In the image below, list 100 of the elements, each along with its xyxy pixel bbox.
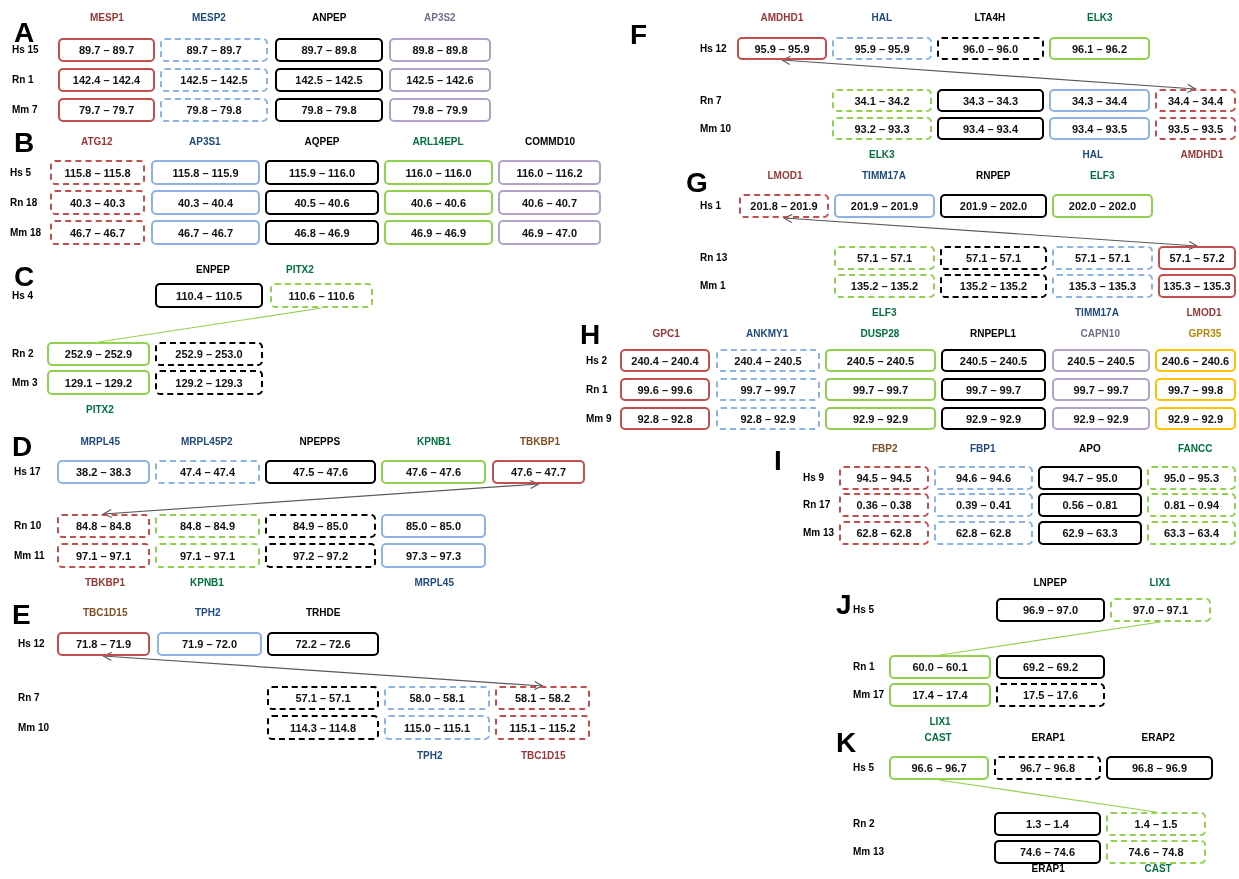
gene-label: LNPEP [1033,577,1067,589]
species-label: Hs 4 [12,289,34,302]
range-box: 92.9 – 92.9 [941,407,1046,430]
range-box: 96.9 – 97.0 [996,598,1105,622]
species-label: Mm 9 [586,412,612,425]
range-box: 240.4 – 240.4 [620,349,710,372]
range-box: 84.8 – 84.8 [57,514,150,538]
range-box: 240.5 – 240.5 [941,349,1046,372]
range-box: 99.6 – 99.6 [620,378,710,401]
gene-label: PITX2 [286,264,314,276]
range-box: 46.7 – 46.7 [151,220,260,245]
range-box: 202.0 – 202.0 [1052,194,1153,218]
range-box: 40.6 – 40.6 [384,190,493,215]
range-box: 71.8 – 71.9 [57,632,150,656]
species-label: Hs 9 [803,472,825,484]
range-box: 94.5 – 94.5 [839,466,929,490]
gene-label: AMDHD1 [1180,149,1224,161]
range-box: 96.7 – 96.8 [994,756,1101,780]
species-label: Mm 18 [10,226,42,239]
range-box: 57.1 – 57.1 [834,246,935,270]
species-label: Hs 17 [14,466,41,478]
range-box: 92.9 – 92.9 [825,407,936,430]
gene-label: MESP1 [90,12,124,24]
range-box: 0.56 – 0.81 [1038,493,1142,517]
range-box: 57.1 – 57.1 [940,246,1047,270]
range-box: 96.1 – 96.2 [1049,37,1150,60]
gene-label: LIX1 [929,716,951,728]
gene-label: CAST [924,732,952,744]
panel-letter: I [774,446,782,476]
gene-label: GPR35 [1188,328,1222,340]
gene-label: HAL [871,12,893,24]
range-box: 58.0 – 58.1 [384,686,490,710]
connector-line [102,479,540,519]
species-label: Mm 10 [700,122,732,135]
gene-label: AMDHD1 [760,12,804,24]
range-box: 89.7 – 89.8 [275,38,383,62]
species-label: Hs 5 [10,166,32,179]
range-box: 99.7 – 99.7 [825,378,936,401]
range-box: 116.0 – 116.0 [384,160,493,185]
gene-label: TPH2 [417,750,443,762]
range-box: 115.8 – 115.8 [50,160,145,185]
panel-letter: H [580,320,601,350]
range-box: 135.2 – 135.2 [834,274,935,298]
range-box: 115.9 – 116.0 [265,160,379,185]
range-box: 95.9 – 95.9 [737,37,827,60]
range-box: 94.7 – 95.0 [1038,466,1142,490]
range-box: 97.1 – 97.1 [155,543,260,568]
range-box: 115.8 – 115.9 [151,160,260,185]
range-box: 142.5 – 142.5 [160,68,268,92]
range-box: 47.5 – 47.6 [265,460,376,484]
range-box: 0.39 – 0.41 [934,493,1033,517]
panel-letter: J [836,590,852,620]
gene-label: HAL [1082,149,1104,161]
range-box: 92.9 – 92.9 [1052,407,1150,430]
range-box: 135.3 – 135.3 [1158,274,1236,298]
species-label: Rn 1 [586,383,608,396]
range-box: 99.7 – 99.7 [1052,378,1150,401]
range-box: 34.3 – 34.4 [1049,89,1150,112]
species-label: Mm 11 [14,549,45,562]
range-box: 240.5 – 240.5 [825,349,936,372]
species-label: Rn 10 [14,520,42,532]
gene-label: ELK3 [1087,12,1113,24]
range-box: 96.0 – 96.0 [937,37,1044,60]
species-label: Rn 2 [12,348,34,360]
range-box: 72.2 – 72.6 [267,632,379,656]
gene-label: TPH2 [195,607,221,619]
range-box: 92.8 – 92.8 [620,407,710,430]
species-label: Rn 7 [18,692,40,704]
range-box: 116.0 – 116.2 [498,160,601,185]
species-label: Mm 3 [12,376,38,389]
range-box: 46.9 – 46.9 [384,220,493,245]
range-box: 110.6 – 110.6 [270,283,373,308]
gene-label: AQPEP [304,136,340,148]
range-box: 97.2 – 97.2 [265,543,376,568]
range-box: 99.7 – 99.7 [716,378,820,401]
panel-letter: B [14,128,35,158]
range-box: 129.1 – 129.2 [47,370,150,395]
gene-label: MESP2 [192,12,226,24]
species-label: Hs 12 [18,638,45,650]
range-box: 34.3 – 34.3 [937,89,1044,112]
connector-line [102,651,544,691]
connector-line [939,621,1162,656]
range-box: 40.6 – 40.7 [498,190,601,215]
range-box: 97.1 – 97.1 [57,543,150,568]
gene-label: MRPL45 [80,436,120,448]
gene-label: FANCC [1178,443,1213,455]
species-label: Rn 1 [853,661,875,673]
species-label: Mm 13 [803,527,835,539]
range-box: 58.1 – 58.2 [495,686,590,710]
range-box: 96.8 – 96.9 [1106,756,1213,780]
gene-label: MRPL45 [414,577,454,589]
gene-label: KPNB1 [417,436,451,448]
range-box: 62.8 – 62.8 [934,521,1033,545]
range-box: 201.9 – 202.0 [940,194,1047,218]
gene-label: GPC1 [652,328,680,340]
range-box: 89.8 – 89.8 [389,38,491,62]
gene-label: TBKBP1 [520,436,560,448]
panel-letter: F [630,20,648,50]
range-box: 79.8 – 79.8 [160,98,268,122]
range-box: 115.1 – 115.2 [495,715,590,740]
